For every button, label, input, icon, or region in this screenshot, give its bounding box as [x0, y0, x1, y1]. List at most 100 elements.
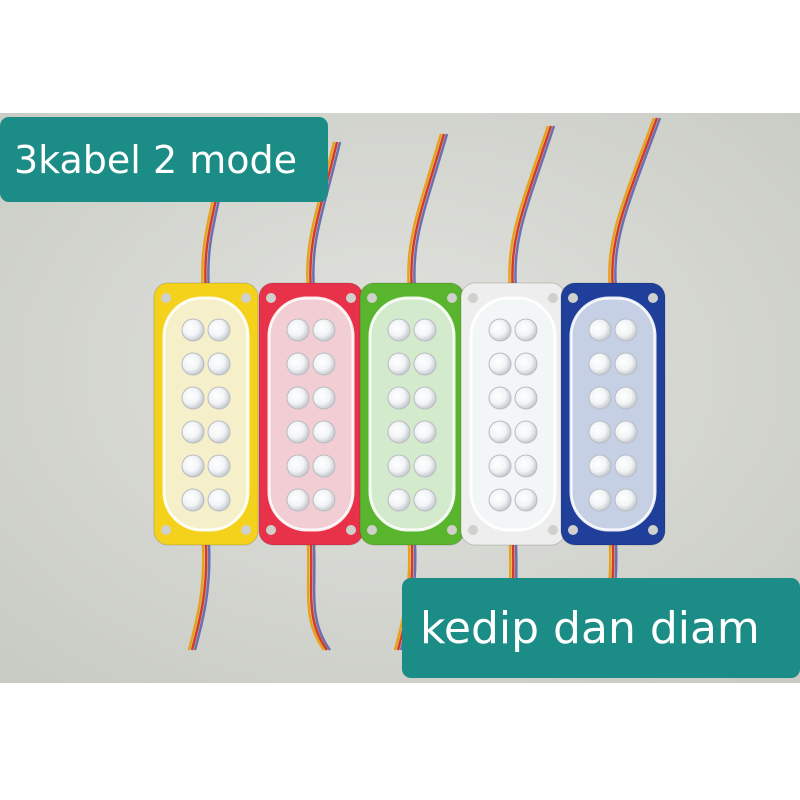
mount-hole	[548, 525, 558, 535]
wire	[312, 544, 332, 651]
led-bulb	[181, 420, 205, 444]
led-bulb	[312, 386, 336, 410]
mount-hole	[548, 293, 558, 303]
led-bulb	[413, 488, 437, 512]
wire	[514, 125, 556, 291]
wire	[608, 117, 656, 291]
led-bulb	[207, 454, 231, 478]
wire	[410, 133, 446, 291]
mount-hole	[447, 525, 457, 535]
led-module-red	[258, 282, 364, 546]
wire	[193, 544, 211, 651]
wire	[407, 133, 443, 291]
led-bulb	[614, 454, 638, 478]
led-bulb	[514, 420, 538, 444]
led-bulb	[207, 420, 231, 444]
wire	[312, 141, 342, 291]
led-bulb	[312, 488, 336, 512]
led-bulb	[588, 488, 612, 512]
led-bulb	[181, 488, 205, 512]
led-bulb	[588, 318, 612, 342]
led-bulb	[207, 488, 231, 512]
led-bulb	[207, 318, 231, 342]
wire	[508, 125, 550, 291]
mount-hole	[266, 293, 276, 303]
blink-label: kedip dan diam	[402, 578, 800, 678]
led-bulb	[514, 318, 538, 342]
led-bulb	[312, 454, 336, 478]
led-bulb	[488, 488, 512, 512]
mount-hole	[161, 293, 171, 303]
led-bulb	[588, 386, 612, 410]
led-bulb	[514, 352, 538, 376]
led-bulb	[312, 352, 336, 376]
led-bulb	[614, 386, 638, 410]
mount-hole	[447, 293, 457, 303]
wire	[187, 544, 205, 651]
led-modules	[153, 282, 666, 546]
led-bulb	[588, 352, 612, 376]
led-bulb	[387, 386, 411, 410]
led-bulb	[387, 420, 411, 444]
led-bulb	[614, 352, 638, 376]
led-bulb	[286, 488, 310, 512]
mount-hole	[266, 525, 276, 535]
led-bulb	[614, 318, 638, 342]
mount-hole	[648, 525, 658, 535]
led-bulb	[181, 318, 205, 342]
led-bulb	[387, 488, 411, 512]
led-module-blue	[560, 282, 666, 546]
lens-cover	[469, 296, 557, 532]
led-bulb	[614, 488, 638, 512]
led-module-yellow	[153, 282, 259, 546]
led-bulb	[614, 420, 638, 444]
wire	[306, 141, 336, 291]
lens-cover	[267, 296, 355, 532]
led-bulb	[413, 352, 437, 376]
led-bulb	[207, 386, 231, 410]
led-bulb	[387, 318, 411, 342]
led-bulb	[312, 420, 336, 444]
lens-cover	[368, 296, 456, 532]
led-bulb	[488, 352, 512, 376]
mount-hole	[346, 293, 356, 303]
led-bulb	[413, 454, 437, 478]
led-bulb	[207, 352, 231, 376]
led-bulb	[488, 318, 512, 342]
wire	[309, 544, 329, 651]
led-bulb	[413, 420, 437, 444]
wire	[413, 133, 449, 291]
mount-hole	[648, 293, 658, 303]
led-bulb	[588, 420, 612, 444]
led-bulb	[488, 386, 512, 410]
mount-hole	[241, 525, 251, 535]
mount-hole	[367, 525, 377, 535]
led-module-white	[460, 282, 566, 546]
wire	[614, 117, 662, 291]
led-bulb	[286, 386, 310, 410]
mount-hole	[161, 525, 171, 535]
led-module-green	[359, 282, 465, 546]
led-bulb	[514, 386, 538, 410]
lens-cover	[162, 296, 250, 532]
led-bulb	[488, 454, 512, 478]
led-bulb	[286, 420, 310, 444]
mount-hole	[367, 293, 377, 303]
led-bulb	[181, 386, 205, 410]
led-bulb	[588, 454, 612, 478]
mount-hole	[468, 293, 478, 303]
led-bulb	[514, 454, 538, 478]
led-bulb	[387, 352, 411, 376]
led-bulb	[514, 488, 538, 512]
led-bulb	[312, 318, 336, 342]
led-bulb	[413, 386, 437, 410]
led-bulb	[181, 454, 205, 478]
mount-hole	[568, 525, 578, 535]
led-bulb	[286, 352, 310, 376]
led-bulb	[181, 352, 205, 376]
led-bulb	[488, 420, 512, 444]
wire	[309, 141, 339, 291]
led-bulb	[413, 318, 437, 342]
lens-cover	[569, 296, 657, 532]
led-bulb	[286, 318, 310, 342]
